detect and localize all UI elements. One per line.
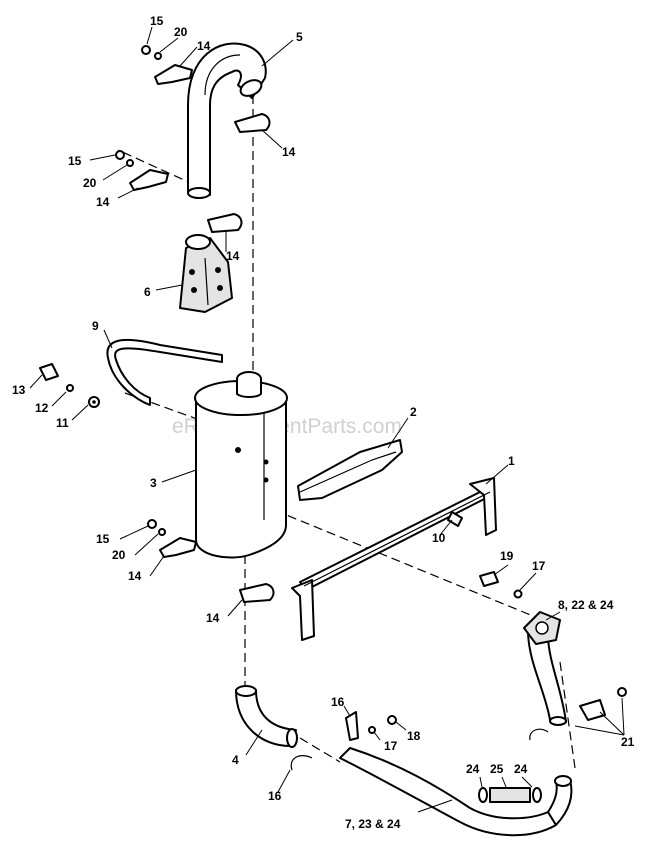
- mounting-bracket: [179, 234, 233, 313]
- callout-21: 21: [621, 735, 635, 749]
- callout-7-23-24: 7, 23 & 24: [345, 817, 401, 831]
- callout-14: 14: [96, 195, 110, 209]
- callout-25: 25: [490, 762, 504, 776]
- callout-16: 16: [331, 695, 345, 709]
- callout-15: 15: [96, 532, 110, 546]
- callout-24: 24: [466, 762, 480, 776]
- leader-lines: [29, 26, 625, 813]
- muffler-strap: [106, 338, 223, 406]
- callout-14: 14: [282, 145, 296, 159]
- callout-10: 10: [432, 531, 446, 545]
- callout-labels: 15 20 14 5 14 15 20 14 14 6 9 13 12 11 3…: [12, 14, 635, 831]
- gasket-set: [478, 787, 542, 803]
- callout-8-22-24: 8, 22 & 24: [558, 598, 614, 612]
- callout-19: 19: [500, 549, 514, 563]
- bar-fasteners: [447, 511, 523, 599]
- callout-16: 16: [268, 789, 282, 803]
- callout-2: 2: [410, 405, 417, 419]
- clamp-set-top: [141, 45, 271, 133]
- callout-14: 14: [226, 249, 240, 263]
- long-tailpipe: [339, 747, 573, 837]
- callout-20: 20: [174, 25, 188, 39]
- callout-15: 15: [68, 154, 82, 168]
- clamp-set-mid: [115, 150, 243, 233]
- callout-13: 13: [12, 383, 26, 397]
- callout-3: 3: [150, 476, 157, 490]
- clamp-set-low: [147, 519, 275, 603]
- callout-1: 1: [508, 454, 515, 468]
- flange-elbow: [523, 611, 567, 726]
- assembly-lines: [117, 95, 576, 769]
- callout-14: 14: [206, 611, 220, 625]
- callout-11: 11: [56, 416, 69, 430]
- tailpipe-clamps: [290, 687, 627, 771]
- support-bar: [291, 477, 497, 641]
- callout-20: 20: [83, 176, 97, 190]
- callout-17: 17: [384, 739, 398, 753]
- callout-20: 20: [112, 548, 126, 562]
- callout-9: 9: [92, 319, 99, 333]
- lower-elbow: [235, 685, 298, 748]
- callout-6: 6: [144, 285, 151, 299]
- callout-15: 15: [150, 14, 164, 28]
- callout-12: 12: [35, 401, 49, 415]
- callout-14: 14: [197, 39, 211, 53]
- callout-4: 4: [232, 753, 239, 767]
- strap-fasteners: [39, 363, 100, 408]
- tailpipe-upper: [187, 42, 267, 199]
- callout-18: 18: [407, 729, 421, 743]
- callout-17: 17: [532, 559, 546, 573]
- callout-14: 14: [128, 569, 142, 583]
- callout-24: 24: [514, 762, 528, 776]
- heat-shield-bracket: [297, 439, 403, 501]
- callout-5: 5: [296, 30, 303, 44]
- muffler: [194, 371, 288, 559]
